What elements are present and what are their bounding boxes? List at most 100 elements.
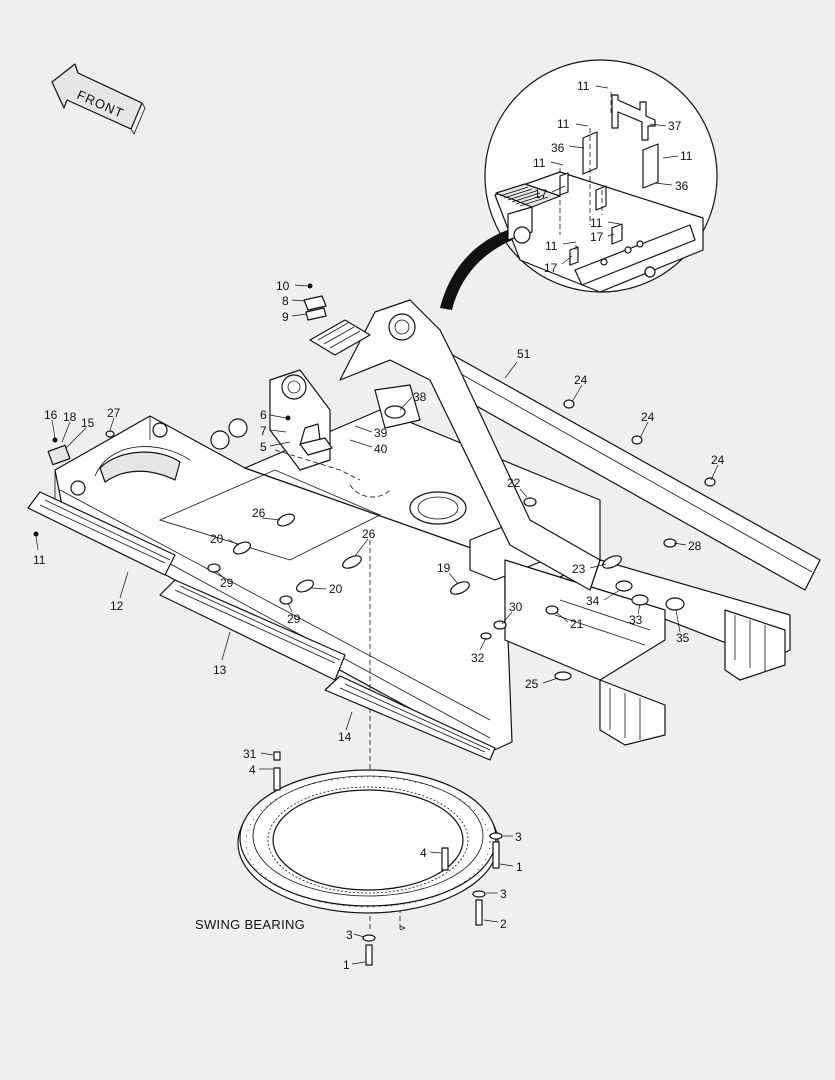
callout-label: 1 [516,860,523,874]
callout-label: 24 [574,373,588,387]
detail-inset [440,59,718,310]
callout-26: 26 [252,506,281,521]
callout-label: 26 [362,527,376,541]
callout-label: 25 [525,677,539,691]
callout-label: 11 [577,79,590,93]
callout-1: 1 [343,958,366,972]
callout-21: 21 [555,611,584,631]
callout-label: 21 [570,617,584,631]
callout-label: 2 [500,917,507,931]
callout-label: 18 [63,410,77,424]
callout-31: 31 [243,747,274,761]
callout-label: 26 [252,506,266,520]
callout-label: 23 [572,562,586,576]
callout-label: 33 [629,613,643,627]
swing-bearing [237,769,499,914]
callout-label: 4 [420,846,427,860]
callout-29: 29 [215,570,234,590]
callout-19: 19 [437,561,459,585]
callout-11: 11 [33,535,46,567]
callout-39: 39 [354,425,388,440]
callout-label: 3 [515,830,522,844]
callout-label: 12 [110,599,124,613]
callout-28: 28 [673,539,702,553]
swing-bearing-caption: SWING BEARING [195,917,305,932]
callout-4: 4 [420,846,442,860]
callout-label: 19 [437,561,451,575]
callout-11: 11 [557,117,589,131]
callout-label: 3 [346,928,353,942]
callout-20: 20 [210,532,239,546]
callout-label: 29 [287,612,301,626]
callout-3: 3 [486,887,507,901]
callout-25: 25 [525,677,559,691]
callout-label: 11 [557,117,570,131]
callout-label: 17 [534,187,548,201]
callout-3: 3 [503,830,522,844]
callout-label: 32 [471,651,485,665]
callout-51: 51 [504,347,531,379]
callout-label: 4 [249,763,256,777]
callout-22: 22 [507,476,528,498]
callout-label: 11 [33,553,46,567]
callout-label: 14 [338,730,352,744]
callout-23: 23 [572,562,607,576]
callout-label: 35 [676,631,690,645]
callout-11: 11 [590,216,621,230]
front-arrow: FRONT [51,63,146,135]
callout-label: 36 [551,141,565,155]
callout-10: 10 [276,279,308,293]
callout-15: 15 [65,416,95,449]
callout-11: 11 [577,79,609,93]
callout-label: 31 [243,747,257,761]
callout-label: 9 [282,310,289,324]
callout-12: 12 [110,571,129,613]
callout-label: 37 [668,119,682,133]
callout-14: 14 [338,711,353,744]
callout-label: 39 [374,426,388,440]
callout-11: 11 [545,239,577,253]
callout-label: 15 [81,416,95,430]
callout-5: 5 [260,440,291,454]
callout-1: 1 [499,860,523,874]
callout-9: 9 [282,310,307,324]
callout-18: 18 [61,410,77,443]
callout-36: 36 [654,179,689,193]
callout-4: 4 [249,763,273,777]
callout-label: 20 [329,582,343,596]
callout-20: 20 [311,582,343,596]
callout-label: 40 [374,442,388,456]
callout-6: 6 [260,408,287,422]
callout-17: 17 [590,230,615,244]
main-frame [27,283,821,966]
callout-33: 33 [629,603,643,627]
callout-8: 8 [282,294,306,308]
callout-label: 27 [107,406,121,420]
callout-2: 2 [483,917,507,931]
callout-label: 8 [282,294,289,308]
callout-label: 16 [44,408,58,422]
callout-40: 40 [349,439,388,456]
callout-label: 30 [509,600,523,614]
callout-label: 17 [544,261,558,275]
callout-label: 11 [590,216,603,230]
callout-32: 32 [471,637,487,665]
callout-label: 10 [276,279,290,293]
callout-label: 20 [210,532,224,546]
callout-label: 24 [711,453,725,467]
callout-label: 7 [260,424,267,438]
callout-label: 22 [507,476,521,490]
callout-label: 36 [675,179,689,193]
callout-label: 51 [517,347,531,361]
callout-label: 11 [533,156,546,170]
callout-label: 11 [545,239,558,253]
callout-label: 13 [213,663,227,677]
callout-17: 17 [534,185,566,201]
callout-24: 24 [571,373,588,403]
callout-36: 36 [551,141,585,155]
callout-13: 13 [213,631,231,677]
callout-label: 34 [586,594,600,608]
callout-29: 29 [287,602,301,626]
callout-label: 24 [641,410,655,424]
